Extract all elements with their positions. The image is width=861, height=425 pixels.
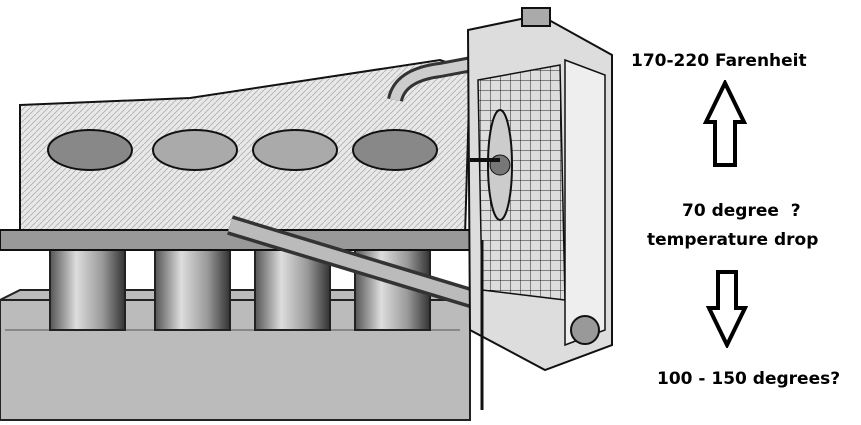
engine-cooling-system-illustration	[0, 7, 613, 421]
temperature-drop-value: 70 degree ?	[682, 201, 801, 221]
temperature-drop-label: temperature drop	[647, 230, 819, 250]
fan	[470, 109, 513, 221]
bottom-temperature-label: 100 - 150 degrees?	[657, 369, 841, 389]
water-jacket	[0, 58, 472, 251]
arrow-down-outline-icon	[705, 270, 749, 348]
arrow-up-outline-icon	[703, 80, 747, 167]
top-temperature-label: 170-220 Farenheit	[631, 51, 807, 71]
